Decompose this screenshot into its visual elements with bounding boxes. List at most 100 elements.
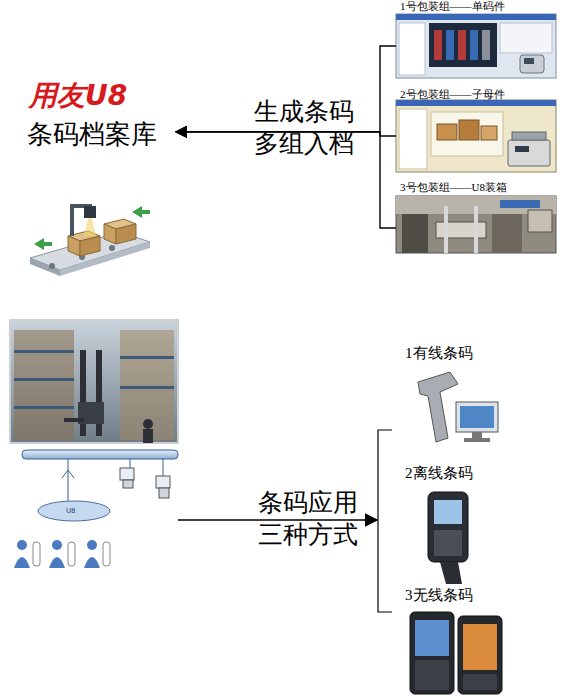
offline-terminal-part: [434, 500, 462, 524]
screenshot-single-part: [500, 23, 552, 53]
screenshot-single-part: [429, 23, 497, 67]
conveyor-illustration-part: [132, 206, 150, 218]
conveyor-illustration-part: [116, 224, 136, 244]
screenshot-parent-child-part: [399, 109, 427, 169]
wireless-phones: [410, 612, 502, 694]
network-illustration-part: [84, 557, 100, 568]
screenshot-single-part: [458, 30, 466, 60]
warehouse-photo-part: [14, 378, 74, 381]
warehouse-photo-part: [143, 419, 153, 429]
screenshot-parent-child-part: [515, 146, 529, 152]
packing-photo-part: [492, 214, 522, 253]
network-illustration-part: [130, 459, 131, 468]
wired-scanner-part: [464, 438, 490, 442]
node-caption: 3号包装组——U8装箱: [400, 181, 507, 194]
packing-photo-part: [436, 222, 486, 238]
node-caption: 1号包装组——单码件: [400, 0, 505, 13]
packing-photo-part: [500, 200, 540, 208]
device-node: 1有线条码: [393, 344, 523, 444]
screenshot-single-part: [396, 14, 556, 20]
device-node: 3无线条码: [393, 586, 523, 696]
wired-scanner-part: [472, 432, 482, 438]
offline-terminal: [428, 492, 468, 584]
archive-node: 用友U8条码档案库: [25, 80, 175, 152]
warehouse-photo-part: [64, 418, 84, 422]
screenshot-single-part: [524, 58, 534, 64]
screenshot-single: [396, 14, 556, 78]
conveyor-illustration-part: [109, 245, 115, 251]
network-illustration-part: [68, 459, 69, 501]
server-label: U8: [66, 507, 86, 515]
node-title: 条码档案库: [27, 118, 157, 150]
arrow-label: 条码应用 三种方式: [252, 487, 364, 551]
packing-photo-part: [474, 206, 478, 253]
warehouse-photo-part: [143, 429, 153, 443]
wireless-phones-part: [458, 616, 502, 694]
warehouse-photo-part: [120, 356, 174, 359]
warehouse-photo-part: [120, 386, 174, 389]
network-illustration-part: [156, 476, 170, 488]
network-illustration: [14, 450, 178, 568]
warehouse-photo: [10, 320, 178, 443]
screenshot-node: 2号包装组——子母件: [396, 88, 558, 174]
packing-photo-part: [402, 214, 428, 253]
conveyor-illustration-part: [68, 236, 80, 256]
screenshot-node: 3号包装组——U8装箱: [396, 181, 558, 255]
screenshot-parent-child-part: [396, 100, 556, 106]
device-node: 2离线条码: [393, 464, 523, 584]
screenshot-single-part: [399, 23, 425, 75]
network-illustration-part: [22, 450, 178, 459]
conveyor-illustration-part: [70, 204, 74, 236]
arrow-label: 生成条码 多组入档: [248, 96, 360, 160]
screenshot-parent-child-part: [481, 126, 497, 140]
wired-scanner-part: [460, 406, 494, 428]
network-illustration-part: [52, 540, 62, 550]
warehouse-photo-part: [14, 406, 74, 409]
network-illustration-part: [14, 557, 30, 568]
apply-arrow-part: [378, 430, 392, 612]
wireless-phones-part: [415, 620, 449, 656]
node-caption: 2离线条码: [405, 464, 473, 482]
packing-photo-part: [396, 196, 556, 253]
wired-scanner-part: [456, 402, 498, 432]
node-caption: 3无线条码: [405, 586, 473, 604]
network-illustration-part: [87, 540, 97, 550]
screenshot-single-part: [470, 30, 478, 60]
screenshot-single-part: [520, 55, 544, 73]
network-illustration-part: [17, 540, 27, 550]
conveyor-illustration-part: [34, 238, 52, 250]
screenshot-parent-child: [396, 100, 556, 172]
wireless-phones-part: [463, 624, 497, 670]
screenshot-parent-child-part: [431, 112, 503, 156]
conveyor-illustration-part: [80, 236, 100, 256]
network-illustration-part: [68, 542, 75, 566]
wired-scanner: [418, 372, 498, 442]
node-caption: 1有线条码: [405, 344, 473, 362]
screenshot-parent-child-part: [508, 140, 550, 166]
network-illustration-part: [123, 480, 133, 488]
network-illustration-part: [38, 501, 110, 521]
packing-photo: [396, 196, 556, 253]
network-illustration-part: [33, 542, 40, 566]
warehouse-photo-part: [14, 330, 74, 440]
conveyor-illustration-part: [84, 218, 96, 236]
conveyor-illustration: [30, 204, 150, 276]
screenshot-single-part: [396, 14, 556, 78]
conveyor-illustration-part: [30, 258, 60, 276]
offline-terminal-part: [440, 562, 462, 584]
screenshot-parent-child-part: [437, 124, 457, 140]
network-illustration-part: [159, 488, 169, 498]
node-caption: 2号包装组——子母件: [400, 88, 505, 101]
packing-photo-part: [528, 210, 552, 232]
network-illustration-part: [49, 557, 65, 568]
packing-photo-part: [444, 206, 448, 253]
screenshot-parent-child-part: [512, 132, 546, 140]
network-illustration-part: [103, 542, 110, 566]
wireless-phones-part: [410, 612, 454, 694]
wireless-phones-part: [415, 660, 449, 690]
wired-scanner-part: [418, 372, 458, 442]
warehouse-photo-part: [14, 350, 74, 353]
screenshot-single-part: [482, 30, 490, 60]
conveyor-illustration-part: [49, 263, 55, 269]
